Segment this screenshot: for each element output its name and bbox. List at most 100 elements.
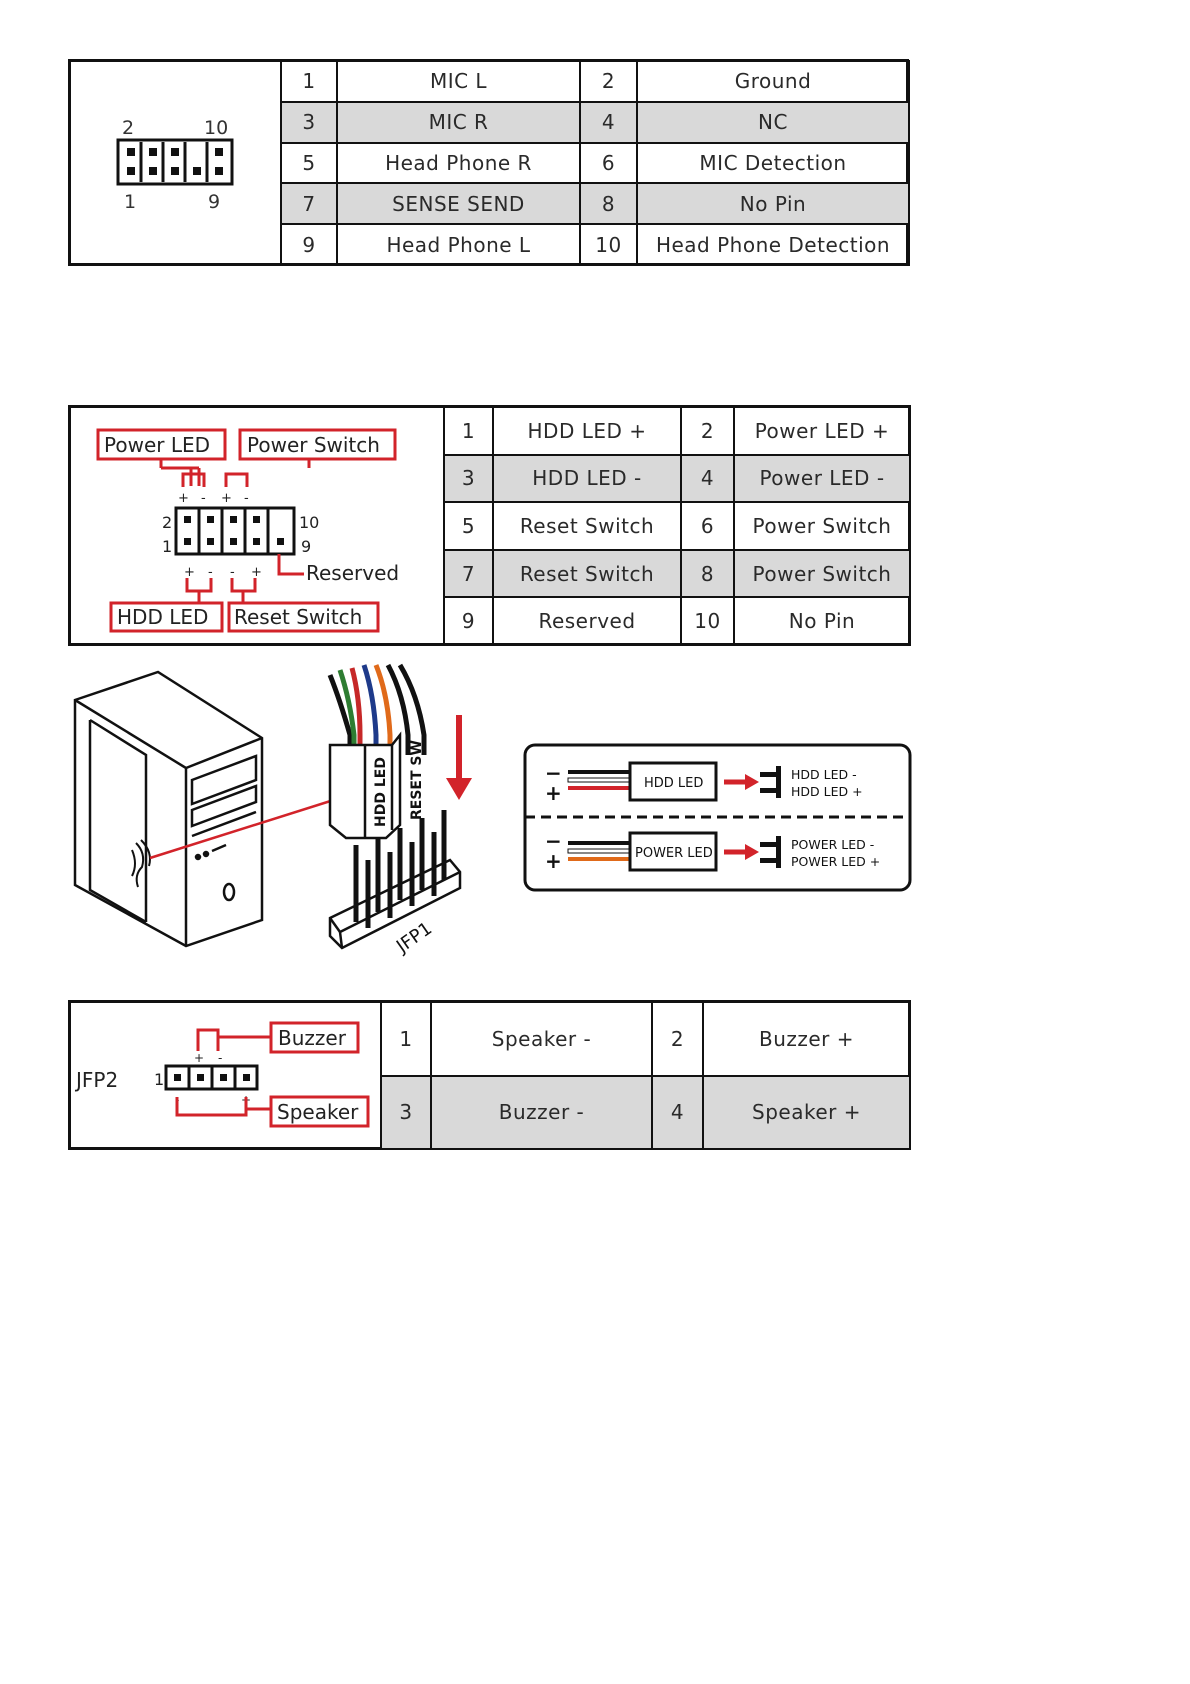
pin-number: 2 [579,60,638,103]
pin-name: HDD LED - [492,453,682,504]
pin-name: Speaker + [702,1074,911,1150]
legend-plus: + [545,781,562,805]
pin-number: 2 [651,1001,704,1077]
power-led-label: Power LED [104,433,210,457]
hdd-led-plug [628,761,718,802]
pin-name: NC [636,100,910,144]
legend-minus: − [545,761,562,785]
reset-switch-label-box [227,601,380,633]
jfp1-header-outline [174,506,296,556]
pin-number: 6 [579,141,638,185]
pin-number: 6 [680,501,735,551]
hdd-minus-label: HDD LED - [791,767,857,782]
reserved-label: Reserved [306,561,399,585]
table-row: 1 MIC L 2 Ground [280,60,910,103]
buzzer-label: Buzzer [278,1026,347,1050]
pin-name: Head Phone Detection [636,223,910,266]
audio-header-diagram: 2 10 1 9 [116,117,234,213]
front-panel-connector-icon [328,731,402,840]
pin-number: 4 [651,1074,704,1150]
pin-label-2: 2 [122,117,134,139]
pin-number: 5 [280,141,338,185]
pin-name: Ground [636,60,910,103]
pin-name: MIC R [336,100,581,144]
pin-number: 10 [579,223,638,266]
table-row: 9 Reserved 10 No Pin [443,596,911,646]
pin-number: 7 [280,182,338,226]
table-row: 3 Buzzer - 4 Speaker + [380,1074,911,1150]
pin-number: 7 [443,548,494,599]
pin-name: SENSE SEND [336,182,581,226]
speaker-label: Speaker [277,1100,359,1124]
pin-name: Buzzer + [702,1001,911,1077]
front-panel-cable-icon [131,839,151,888]
pin-number: 9 [280,223,338,266]
pin-number: 5 [443,501,494,551]
table-row: 7 SENSE SEND 8 No Pin [280,182,910,226]
pin-label-10: 10 [204,117,228,139]
pin-name: Reset Switch [492,501,682,551]
power-led-pins [760,836,781,868]
table-row: 1 HDD LED + 2 Power LED + [443,406,911,456]
power-led-bracket [181,472,206,487]
pin-number: 3 [443,453,494,504]
polarity-minus: - [244,491,249,506]
jfp2-diagram: JFP2 Buzzer + - 1 - + Speaker [74,1021,370,1128]
reserved-leader [277,554,304,576]
table-row: 3 HDD LED - 4 Power LED - [443,453,911,504]
pin-label-1: 1 [154,1070,164,1089]
pin-number: 1 [380,1001,432,1077]
connector-label-reset-sw: RESET SW [409,740,425,820]
table-row: 5 Reset Switch 6 Power Switch [443,501,911,551]
pin-name: Head Phone L [336,223,581,266]
jfp1-header-pins [184,516,284,545]
hdd-led-pins [760,766,781,798]
hdd-led-plug-label: HDD LED [644,776,703,791]
pc-tower-icon [73,670,264,948]
jfp1-panel: Power LED Power Switch + - + - 2 1 10 9 … [68,405,911,646]
audio-header-outline [116,138,234,186]
jfp2-title: JFP2 [74,1068,118,1092]
pin-name: Power Switch [733,501,911,551]
jfp2-panel: JFP2 Buzzer + - 1 - + Speaker 1 Speaker … [68,1000,911,1150]
pin-number: 8 [579,182,638,226]
table-row: 9 Head Phone L 10 Head Phone Detection [280,223,910,266]
buzzer-label-box [269,1021,360,1054]
power-led-plug-label: POWER LED [635,846,713,861]
connector-label-hdd-led: HDD LED [373,757,389,827]
pointer-line [149,796,341,860]
pin-number: 4 [579,100,638,144]
table-row: 1 Speaker - 2 Buzzer + [380,1001,911,1077]
pin-name: Power LED - [733,453,911,504]
power-led-wires [567,841,631,861]
pin-name: Speaker - [430,1001,653,1077]
insert-arrow-head-icon [446,778,472,800]
pin-label-10: 10 [299,513,319,532]
power-minus-label: POWER LED - [791,837,874,852]
pin-label-1: 1 [124,191,136,213]
polarity-plus: + [184,565,195,580]
polarity-plus: + [194,1051,204,1065]
power-plus-label: POWER LED + [791,854,880,869]
polarity-minus: - [218,1051,222,1065]
power-led-plug [628,831,718,872]
polarity-minus: - [201,491,206,506]
power-arrow-icon [745,844,759,860]
legend-minus: − [545,829,562,853]
jfp2-pin-table: 1 Speaker - 2 Buzzer + 3 Buzzer - 4 Spea… [380,1001,911,1150]
jfp1-pin-table: 1 HDD LED + 2 Power LED + 3 HDD LED - 4 … [443,406,911,646]
pin-label-9: 9 [208,191,220,213]
pin-number: 8 [680,548,735,599]
hdd-plus-label: HDD LED + [791,784,863,799]
polarity-minus: - [230,565,235,580]
jfp1-header-label: JFP1 [392,918,436,958]
audio-header-dividers [139,142,209,182]
power-switch-bracket [224,472,249,487]
jfp1-installation-illustration: HDD LED RESET SW JFP1 − + HDD LED HDD LE [73,663,912,958]
pin-name: No Pin [733,596,911,646]
pin-name: Power Switch [733,548,911,599]
speaker-bracket [175,1097,248,1117]
polarity-minus: - [208,565,213,580]
speaker-label-box [269,1095,370,1128]
pin-number: 3 [280,100,338,144]
